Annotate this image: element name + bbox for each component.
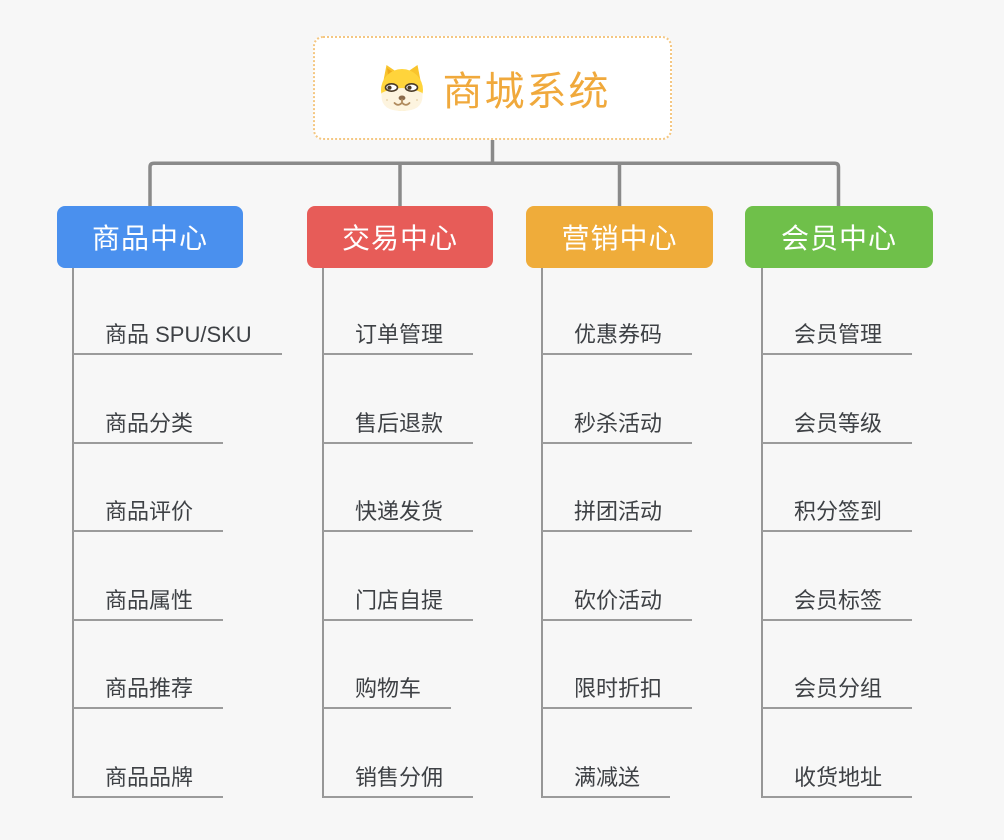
leaf-node[interactable]: 购物车	[323, 676, 452, 709]
branch-node-marketing-center[interactable]: 营销中心	[526, 206, 713, 268]
leaf-node[interactable]: 商品 SPU/SKU	[73, 322, 282, 355]
shiba-dog-icon	[375, 62, 429, 114]
leaf-node[interactable]: 商品评价	[73, 499, 224, 532]
root-node[interactable]: 商城系统	[313, 36, 672, 140]
leaf-node[interactable]: 商品品牌	[73, 765, 224, 798]
leaf-node[interactable]: 商品推荐	[73, 676, 224, 709]
leaf-node[interactable]: 商品属性	[73, 588, 224, 621]
branch-node-trade-center[interactable]: 交易中心	[307, 206, 493, 268]
branch-node-member-center[interactable]: 会员中心	[745, 206, 933, 268]
leaf-node[interactable]: 会员管理	[762, 322, 913, 355]
leaf-node[interactable]: 会员等级	[762, 411, 913, 444]
leaf-node[interactable]: 砍价活动	[542, 588, 693, 621]
leaf-node[interactable]: 积分签到	[762, 499, 913, 532]
leaf-node[interactable]: 销售分佣	[323, 765, 474, 798]
bus-line	[148, 161, 841, 206]
leaf-node[interactable]: 会员标签	[762, 588, 913, 621]
leaf-node[interactable]: 商品分类	[73, 411, 224, 444]
leaf-node[interactable]: 收货地址	[762, 765, 913, 798]
leaf-node[interactable]: 售后退款	[323, 411, 474, 444]
leaf-node[interactable]: 门店自提	[323, 588, 474, 621]
leaf-node[interactable]: 满减送	[542, 765, 671, 798]
leaf-node[interactable]: 会员分组	[762, 676, 913, 709]
leaf-node[interactable]: 订单管理	[323, 322, 474, 355]
leaf-node[interactable]: 优惠券码	[542, 322, 693, 355]
leaf-node[interactable]: 限时折扣	[542, 676, 693, 709]
leaf-node[interactable]: 快递发货	[323, 499, 474, 532]
trunk-connectors	[148, 138, 841, 206]
leaf-node[interactable]: 秒杀活动	[542, 411, 693, 444]
leaf-node[interactable]: 拼团活动	[542, 499, 693, 532]
root-title: 商城系统	[442, 70, 611, 114]
branch-node-product-center[interactable]: 商品中心	[57, 206, 243, 268]
